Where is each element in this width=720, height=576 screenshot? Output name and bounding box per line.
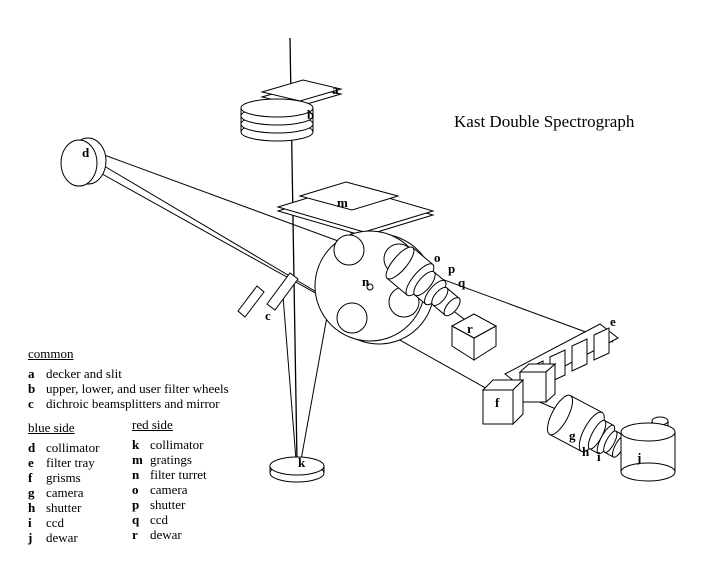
legend-label: upper, lower, and user filter wheels — [46, 381, 229, 396]
legend-item: p shutter — [132, 497, 207, 512]
legend-label: shutter — [150, 497, 186, 512]
legend-item: d collimator — [28, 440, 99, 455]
legend-item: j dewar — [28, 530, 99, 545]
legend-label: grisms — [46, 470, 81, 485]
legend-item: c dichroic beamsplitters and mirror — [28, 396, 229, 411]
part-label-a: a — [332, 82, 339, 97]
legend-item: o camera — [132, 482, 207, 497]
legend-key: a — [28, 366, 35, 381]
legend-item: h shutter — [28, 500, 99, 515]
part-label-g: g — [569, 428, 576, 443]
part-label-h: h — [582, 444, 590, 459]
legend-key: i — [28, 515, 32, 530]
legend-item: r dewar — [132, 527, 207, 542]
dichroic-beamsplitters — [237, 272, 299, 318]
legend-label: filter turret — [150, 467, 207, 482]
legend-key: c — [28, 396, 34, 411]
legend-label: shutter — [46, 500, 82, 515]
legend-key: g — [28, 485, 35, 500]
legend-label: decker and slit — [46, 366, 122, 381]
legend-label: camera — [150, 482, 188, 497]
part-label-j: j — [637, 450, 642, 465]
legend-item: m gratings — [132, 452, 207, 467]
part-label-p: p — [448, 261, 456, 276]
legend-key: d — [28, 440, 36, 455]
legend-label: gratings — [150, 452, 192, 467]
legend-item: g camera — [28, 485, 99, 500]
blue-collimator-disk — [60, 137, 107, 187]
red-collimator-disk — [269, 456, 325, 483]
legend-label: ccd — [46, 515, 65, 530]
grisms — [481, 362, 557, 426]
legend-key: o — [132, 482, 139, 497]
legend-blue-side: blue side d collimator e filter tray f g… — [28, 420, 99, 545]
legend-item: e filter tray — [28, 455, 99, 470]
legend-item: a decker and slit — [28, 366, 229, 381]
legend-key: p — [132, 497, 140, 512]
legend-key: b — [28, 381, 36, 396]
legend-item: k collimator — [132, 437, 207, 452]
legend-key: m — [132, 452, 143, 467]
blue-camera-shutter-ccd — [546, 394, 627, 458]
legend-red-side: red side k collimator m gratings n filte… — [132, 417, 207, 542]
filter-wheel-stack — [240, 98, 314, 142]
legend-label: ccd — [150, 512, 169, 527]
legend-red-heading: red side — [132, 417, 173, 432]
red-dewar — [450, 313, 498, 361]
legend-item: b upper, lower, and user filter wheels — [28, 381, 229, 396]
gratings-plate — [276, 181, 435, 237]
part-label-q: q — [458, 275, 466, 290]
legend-common: common a decker and slit b upper, lower,… — [28, 346, 229, 411]
legend-key: f — [28, 470, 33, 485]
part-label-m: m — [337, 195, 348, 210]
legend-item: n filter turret — [132, 467, 207, 482]
legend-key: h — [28, 500, 36, 515]
part-label-b: b — [307, 107, 315, 122]
legend-key: e — [28, 455, 34, 470]
legend-item: q ccd — [132, 512, 207, 527]
legend-label: camera — [46, 485, 84, 500]
part-label-n: n — [362, 274, 370, 289]
legend-label: collimator — [150, 437, 204, 452]
part-label-k: k — [298, 455, 306, 470]
part-label-d: d — [82, 145, 90, 160]
legend-common-heading: common — [28, 346, 74, 361]
legend-key: r — [132, 527, 138, 542]
legend-key: q — [132, 512, 140, 527]
legend-blue-heading: blue side — [28, 420, 75, 435]
part-label-c: c — [265, 308, 271, 323]
legend-item: i ccd — [28, 515, 99, 530]
part-label-r: r — [467, 321, 473, 336]
red-camera-shutter-ccd — [385, 246, 461, 317]
part-label-o: o — [434, 250, 441, 265]
diagram-title: Kast Double Spectrograph — [454, 112, 635, 131]
blue-dewar — [620, 416, 676, 482]
legend-label: filter tray — [46, 455, 95, 470]
legend-key: j — [28, 530, 33, 545]
legend-label: collimator — [46, 440, 100, 455]
part-label-i: i — [597, 449, 601, 464]
legend-item: f grisms — [28, 470, 99, 485]
legend-key: k — [132, 437, 140, 452]
legend-label: dewar — [150, 527, 182, 542]
legend-key: n — [132, 467, 140, 482]
legend-label: dichroic beamsplitters and mirror — [46, 396, 220, 411]
part-label-e: e — [610, 314, 616, 329]
part-label-f: f — [495, 395, 500, 410]
legend-label: dewar — [46, 530, 78, 545]
